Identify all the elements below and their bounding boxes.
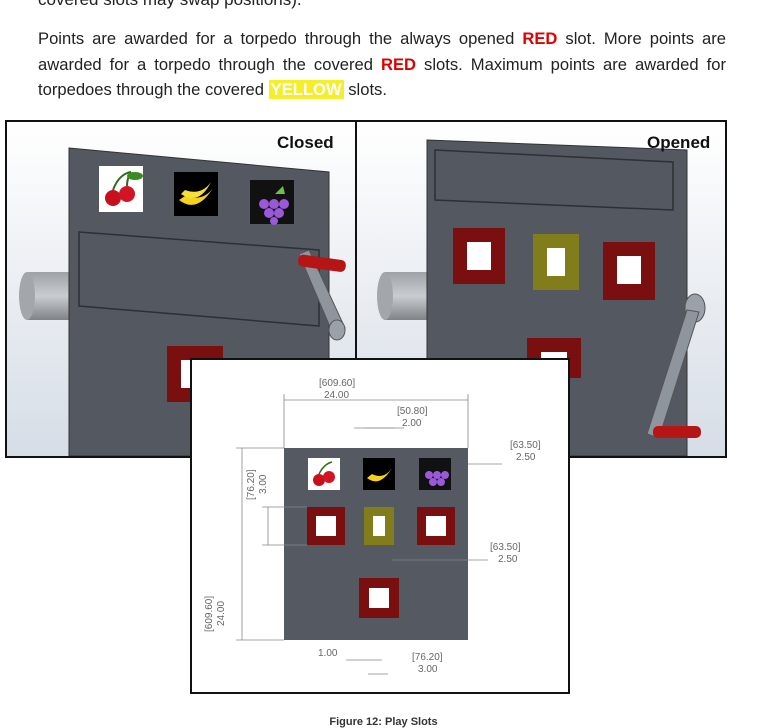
dim-slot2-in: 3.00 (418, 664, 438, 675)
cut-off-text: covered slots may swap positions). (38, 0, 302, 10)
dim-mid-margin-mm: [63.50] (490, 542, 521, 553)
opened-render: Opened (357, 122, 725, 456)
dim-slot-mm: [76.20] (246, 469, 257, 500)
dim-height-in: 24.00 (216, 601, 227, 626)
dim-mid-margin-in: 2.50 (498, 554, 518, 565)
dim-top-margin-in: 2.50 (516, 452, 536, 463)
dim-slot-in: 3.00 (258, 474, 269, 494)
dim-width-in: 24.00 (324, 390, 349, 401)
dim-slot2-mm: [76.20] (412, 652, 443, 663)
dim-top-margin-mm: [63.50] (510, 440, 541, 451)
scoring-paragraph: Points are awarded for a torpedo through… (38, 26, 726, 103)
para-text-3: slots. Maximum points are awarded for to… (38, 54, 726, 100)
dim-height-mm: [609.60] (204, 596, 215, 632)
red-word-1: RED (522, 29, 558, 48)
dim-spacing-mm: [50.80] (397, 406, 428, 417)
dim-width-mm: [609.60] (319, 378, 355, 389)
para-text-2: slot. More points are awarded for a torp… (38, 29, 726, 74)
para-text-1: Points are awarded for a torpedo through… (38, 29, 523, 48)
red-word-2: RED (380, 54, 417, 74)
drawing-svg: [609.60] 24.00 [50.80] 2.00 [63.50] 2.50… (192, 360, 568, 692)
dim-border: 1.00 (318, 648, 338, 659)
dimension-drawing: [609.60] 24.00 [50.80] 2.00 [63.50] 2.50… (190, 358, 570, 694)
para-text-4: slots. (343, 80, 387, 99)
figure-caption: Figure 12: Play Slots (329, 716, 438, 728)
closed-title: Closed (277, 133, 334, 152)
drawing-banana-icon (363, 458, 395, 490)
yellow-word: YELLOW (268, 80, 344, 99)
dim-spacing-in: 2.00 (402, 418, 422, 429)
opened-title: Opened (647, 133, 710, 152)
opened-panel: Opened (355, 120, 727, 458)
